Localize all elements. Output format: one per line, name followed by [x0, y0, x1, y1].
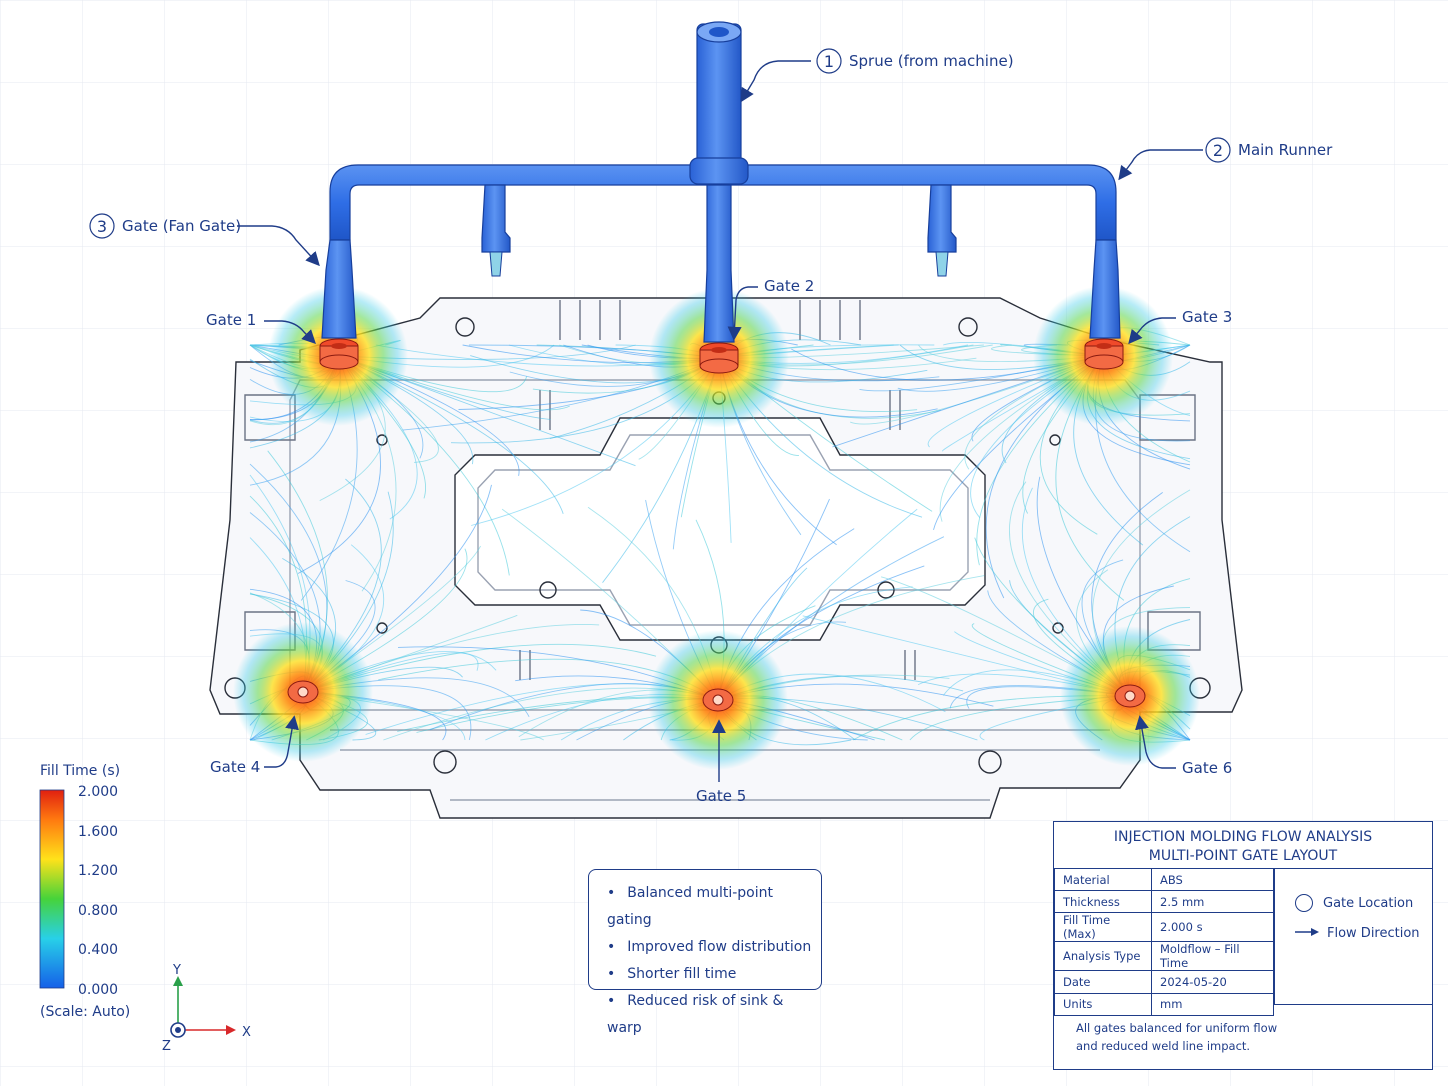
- title-block-legend: Gate Location Flow Direction: [1274, 868, 1433, 1005]
- row-value: ABS: [1151, 867, 1274, 892]
- row-value: 2.000 s: [1151, 912, 1274, 943]
- axis-x-label: X: [242, 1025, 251, 1040]
- note-item: Reduced risk of sink & warp: [607, 988, 821, 1042]
- legend-color-bar: [39, 789, 65, 989]
- gate-marker-6: [1114, 684, 1146, 708]
- gate-label-1: Gate 1: [206, 311, 256, 329]
- callout-sprue: 1 Sprue (from machine): [740, 48, 1014, 103]
- axis-y-label: Y: [172, 963, 181, 978]
- row-key: Fill Time (Max): [1054, 912, 1152, 943]
- gate-marker-3: [1084, 338, 1124, 370]
- legend-flow-label: Flow Direction: [1327, 926, 1420, 941]
- title-block-header: INJECTION MOLDING FLOW ANALYSIS MULTI-PO…: [1054, 822, 1432, 869]
- row-key: Units: [1054, 992, 1152, 1016]
- title-block-title: INJECTION MOLDING FLOW ANALYSIS: [1113, 829, 1373, 845]
- footer-note: All gates balanced for uniform flow: [1076, 1021, 1278, 1035]
- title-block-footer: All gates balanced for uniform flow and …: [1054, 1005, 1432, 1055]
- legend-flow-direction: Flow Direction: [1295, 926, 1420, 941]
- fill-time-legend: Fill Time (s) 2.000 1.600 1.200 0.800 0.…: [39, 763, 130, 1020]
- legend-tick: 0.400: [78, 942, 118, 958]
- sprue: [696, 23, 742, 175]
- title-block: INJECTION MOLDING FLOW ANALYSIS MULTI-PO…: [1053, 821, 1433, 1070]
- table-row: Fill Time (Max)2.000 s: [1054, 912, 1274, 943]
- legend-title: Fill Time (s): [40, 763, 120, 779]
- gate-marker-5: [702, 688, 734, 712]
- callout-gate-label: Gate (Fan Gate): [122, 217, 241, 235]
- row-value: 2.5 mm: [1151, 890, 1274, 914]
- legend-gate-location: Gate Location: [1295, 894, 1413, 912]
- gate-label-3: Gate 3: [1182, 308, 1232, 326]
- callout-sprue-label: Sprue (from machine): [849, 52, 1014, 70]
- gate-marker-2: [699, 342, 739, 374]
- axis-triad: Y X Z: [162, 963, 251, 1054]
- title-block-subtitle: MULTI-POINT GATE LAYOUT: [1148, 848, 1338, 864]
- legend-tick: 0.000: [78, 982, 118, 998]
- row-key: Date: [1054, 970, 1152, 994]
- legend-tick: 1.200: [78, 863, 118, 879]
- part-window-inner: [477, 434, 969, 626]
- callout-gate-number: 3: [97, 217, 107, 236]
- row-value: 2024-05-20: [1151, 970, 1274, 994]
- row-key: Analysis Type: [1054, 941, 1152, 972]
- legend-tick: 0.800: [78, 903, 118, 919]
- gate-label-2: Gate 2: [764, 277, 814, 295]
- gate-label-5: Gate 5: [696, 787, 746, 805]
- callout-runner-label: Main Runner: [1238, 141, 1333, 159]
- gate-labels: Gate 1 Gate 2 Gate 3 Gate 4 Gate 5 Gate …: [206, 277, 1232, 805]
- runner-system: [287, 21, 1146, 712]
- row-key: Thickness: [1054, 890, 1152, 914]
- row-key: Material: [1054, 867, 1152, 892]
- note-item: Shorter fill time: [607, 961, 821, 988]
- legend-tick: 1.600: [78, 824, 118, 840]
- gate-location-icon: [1295, 894, 1313, 912]
- flow-arrow-icon: [1295, 926, 1321, 941]
- callout-runner-number: 2: [1213, 141, 1223, 160]
- row-value: Moldflow – Fill Time: [1151, 941, 1274, 972]
- gate-marker-4: [287, 680, 319, 704]
- legend-tick: 2.000: [78, 784, 118, 800]
- gate-marker-1: [319, 338, 359, 370]
- gate-label-4: Gate 4: [210, 758, 260, 776]
- benefits-notes-box: Balanced multi-point gating Improved flo…: [588, 869, 822, 1036]
- gate-label-6: Gate 6: [1182, 759, 1232, 777]
- footer-note: and reduced weld line impact.: [1076, 1039, 1251, 1053]
- callout-main-runner: 2 Main Runner: [1118, 137, 1333, 181]
- legend-gate-label: Gate Location: [1323, 895, 1414, 911]
- axis-z-label: Z: [162, 1039, 171, 1054]
- callout-sprue-number: 1: [824, 52, 834, 71]
- callout-gate: 3 Gate (Fan Gate): [89, 213, 320, 267]
- legend-scale-note: (Scale: Auto): [40, 1004, 130, 1020]
- row-value: mm: [1151, 992, 1274, 1016]
- note-item: Improved flow distribution: [607, 934, 821, 961]
- note-item: Balanced multi-point gating: [607, 880, 821, 934]
